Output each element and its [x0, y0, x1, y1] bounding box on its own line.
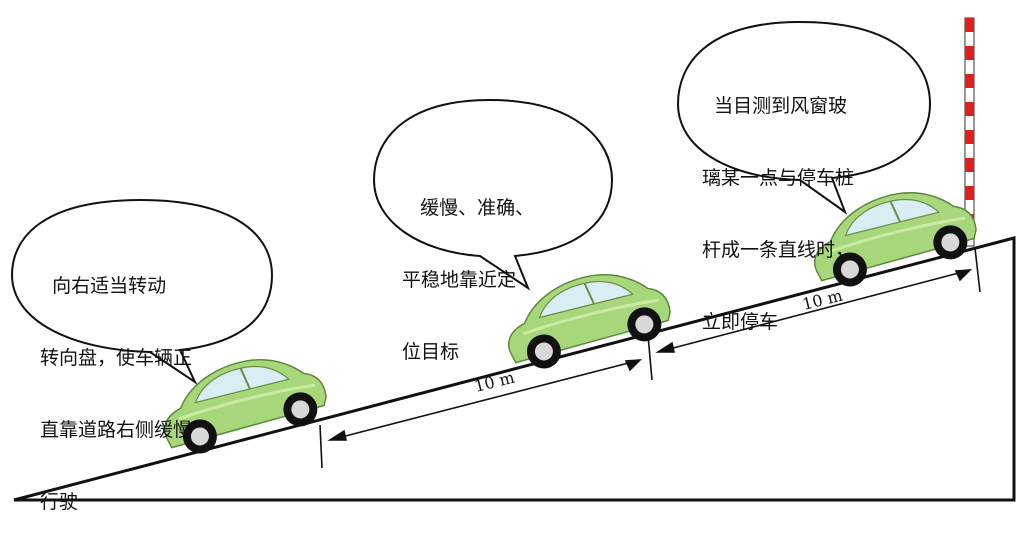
- bubble-right-line: 立即停车: [702, 311, 779, 333]
- dimension-arrows: [327, 269, 973, 441]
- bubble-right-line: 璃某一点与停车桩: [702, 167, 855, 189]
- bubble-middle-line: 位目标: [402, 341, 460, 363]
- bubble-right-shape: [676, 20, 932, 215]
- bubble-middle-line: 平稳地靠近定: [402, 269, 517, 291]
- slope-ramp: [13, 236, 1016, 502]
- bubble-middle-text: 缓慢、准确、 平稳地靠近定 位目标: [402, 148, 534, 388]
- bubble-right-line: 杆成一条直线时，: [702, 239, 855, 261]
- bubble-right-line: 当目测到风窗玻: [702, 95, 848, 117]
- bubble-right-text: 当目测到风窗玻 璃某一点与停车桩 杆成一条直线时， 立即停车: [702, 46, 854, 358]
- bubble-left-line: 行驶: [40, 491, 79, 513]
- bubble-left-shape: [10, 198, 274, 385]
- dimension-ticks: [319, 247, 981, 469]
- bubble-middle-shape: [372, 98, 614, 291]
- speech-bubbles: [10, 20, 932, 385]
- bubble-middle-line: 缓慢、准确、: [402, 197, 535, 219]
- bubble-left-line: 转向盘，使车辆正: [40, 347, 193, 369]
- bubble-left-line: 直靠道路右侧缓慢: [40, 419, 193, 441]
- bubble-left-line: 向右适当转动: [40, 275, 167, 297]
- bubble-left-text: 向右适当转动 转向盘，使车辆正 直靠道路右侧缓慢 行驶: [40, 226, 192, 538]
